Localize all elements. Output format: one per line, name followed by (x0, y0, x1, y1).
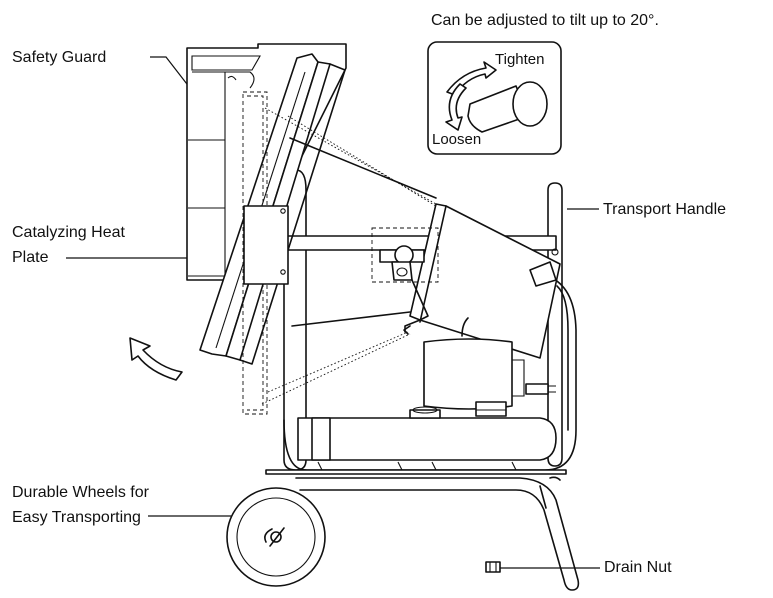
wheel (226, 487, 326, 587)
plate-mount-bracket (243, 205, 289, 285)
label-catalyzing-heat-plate-line1: Catalyzing Heat (12, 224, 126, 241)
label-catalyzing-heat-plate-line2: Plate (12, 249, 49, 266)
label-safety-guard: Safety Guard (12, 49, 106, 66)
fuel-tank (297, 417, 557, 461)
label-drain-nut: Drain Nut (604, 559, 672, 576)
knob-detail-inset: Tighten Loosen (427, 41, 562, 155)
drain-nut (485, 561, 501, 573)
tilt-note: Can be adjusted to tilt up to 20°. (431, 12, 659, 29)
loosen-arrow-icon (445, 83, 467, 131)
knob-loosen-label: Loosen (432, 131, 481, 148)
knob-tighten-label: Tighten (495, 51, 544, 68)
tilt-knob-detail-box (371, 227, 439, 283)
fuel-cap-icon (409, 409, 441, 419)
leader-safety-guard (150, 56, 191, 89)
heater-illustration (129, 43, 580, 591)
base-frame (265, 469, 567, 475)
label-transport-handle: Transport Handle (603, 201, 726, 218)
label-wheels-line1: Durable Wheels for (12, 484, 150, 501)
transport-handle (547, 182, 563, 467)
tilt-direction-arrow-icon (129, 337, 183, 381)
label-wheels-line2: Easy Transporting (12, 509, 141, 526)
motor-housing (423, 338, 513, 410)
